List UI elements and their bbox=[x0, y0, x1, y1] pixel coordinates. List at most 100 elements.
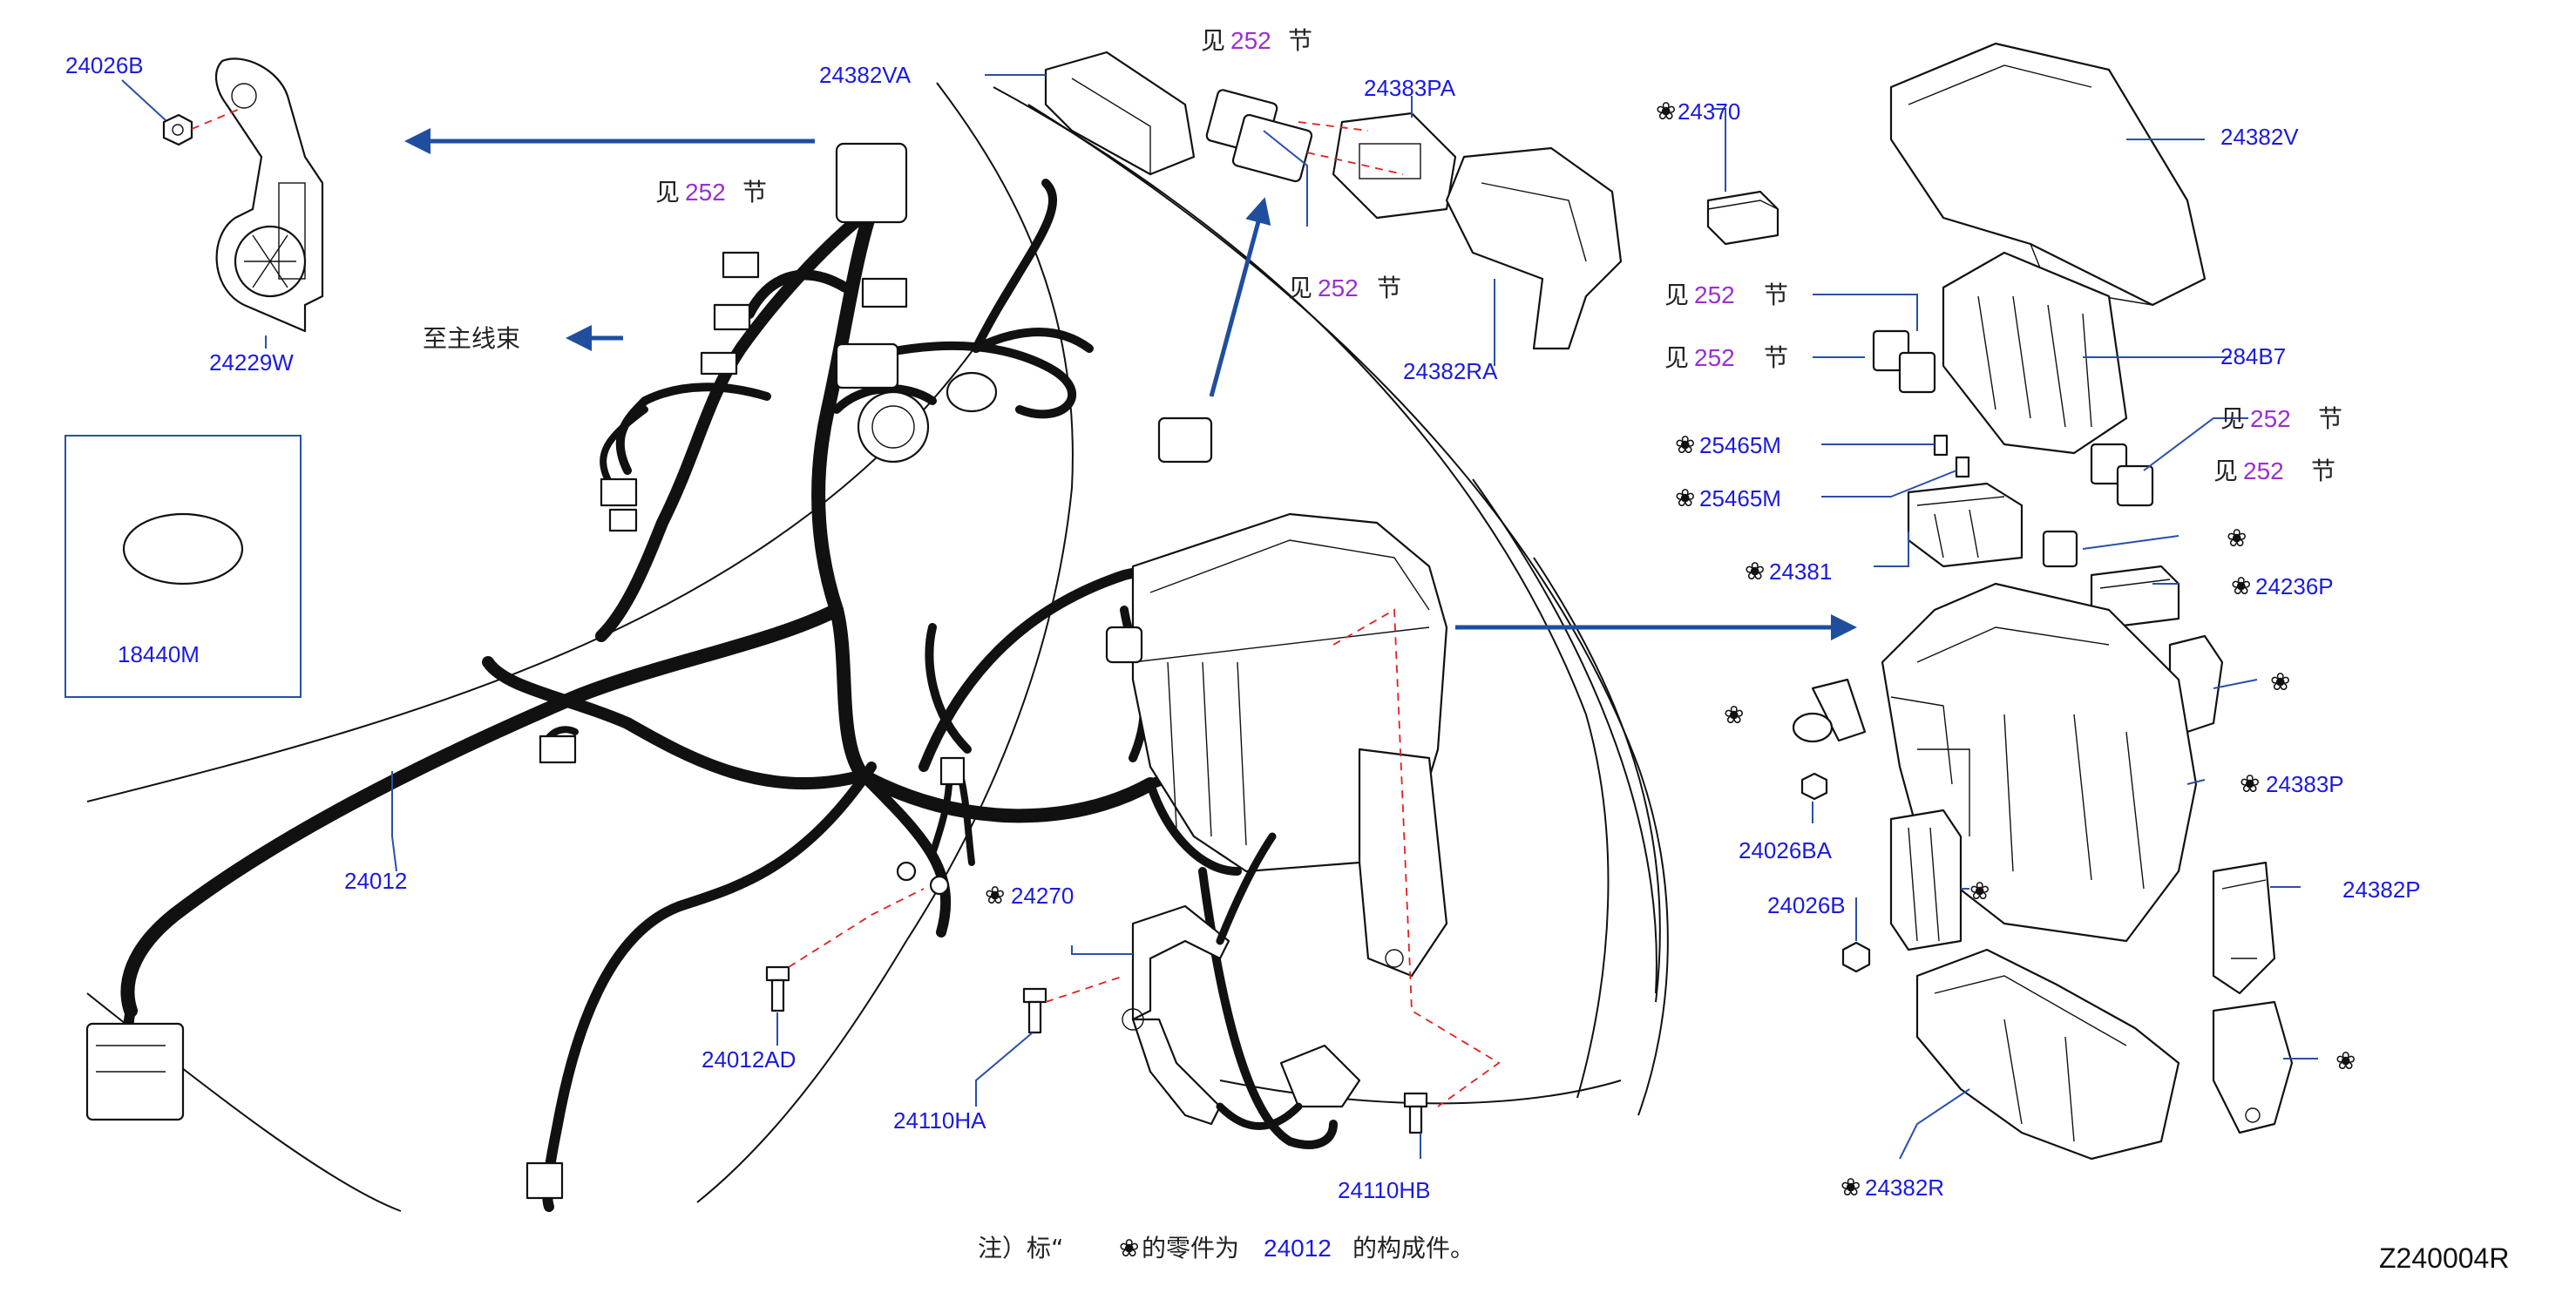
svg-text:见: 见 bbox=[655, 178, 680, 206]
svg-text:252: 252 bbox=[685, 179, 726, 206]
connector-24383PA bbox=[1332, 112, 1457, 220]
ref-right-4: 见 252 节 bbox=[2213, 457, 2335, 485]
label-24381: 24381 bbox=[1769, 558, 1832, 585]
connector-pair-252 bbox=[1205, 89, 1313, 183]
connector-24382VA bbox=[1044, 51, 1196, 176]
small-relay bbox=[2042, 530, 2078, 568]
svg-text:❀: ❀ bbox=[1119, 1234, 1139, 1263]
svg-text:见: 见 bbox=[1201, 26, 1225, 55]
fuse-block-assembly bbox=[1105, 512, 1501, 1107]
label-24383P: 24383P bbox=[2266, 771, 2344, 797]
connector-f bbox=[600, 477, 638, 507]
svg-text:❀: ❀ bbox=[2240, 769, 2260, 798]
arrow-to-connectors bbox=[1209, 197, 1271, 397]
svg-text:节: 节 bbox=[1764, 343, 1788, 372]
grommet-small bbox=[946, 371, 998, 413]
connector-c bbox=[700, 351, 738, 376]
label-284B7: 284B7 bbox=[2220, 343, 2286, 369]
label-24382V: 24382V bbox=[2220, 124, 2299, 150]
label-24370: 24370 bbox=[1678, 98, 1740, 125]
svg-text:252: 252 bbox=[2250, 405, 2291, 432]
ref-right-1: 见 252 节 bbox=[1664, 281, 1788, 309]
svg-text:见: 见 bbox=[2213, 457, 2238, 485]
label-24382P: 24382P bbox=[2342, 877, 2421, 903]
footnote-number: 24012 bbox=[1264, 1235, 1332, 1262]
svg-text:❀: ❀ bbox=[1840, 1173, 1861, 1202]
svg-text:❀: ❀ bbox=[2231, 572, 2251, 600]
label-24110HB: 24110HB bbox=[1338, 1177, 1431, 1203]
fuse-block-284B7 bbox=[1942, 251, 2128, 455]
housing-24382R bbox=[1915, 948, 2180, 1161]
label-24383PA: 24383PA bbox=[1364, 75, 1456, 101]
svg-text:252: 252 bbox=[1694, 344, 1735, 371]
svg-text:❀: ❀ bbox=[1656, 97, 1676, 125]
label-24026B: 24026B bbox=[65, 52, 144, 78]
flow-arrows bbox=[404, 128, 1857, 640]
svg-text:节: 节 bbox=[2311, 457, 2335, 485]
label-24382R: 24382R bbox=[1865, 1175, 1944, 1201]
label-25465M-a: 25465M bbox=[1699, 432, 1781, 458]
svg-text:见: 见 bbox=[1664, 343, 1689, 372]
cover-mark-c bbox=[1889, 809, 1963, 951]
svg-text:❀: ❀ bbox=[1724, 701, 1744, 729]
connector-j bbox=[939, 756, 966, 786]
label-24236P: 24236P bbox=[2255, 573, 2334, 599]
relay-24370 bbox=[1706, 190, 1779, 246]
connector-d bbox=[861, 277, 908, 308]
ref-top-center: 见 252 节 bbox=[1201, 26, 1312, 55]
cover-24382V bbox=[1889, 42, 2207, 307]
svg-text:252: 252 bbox=[2243, 457, 2284, 484]
label-24110HA: 24110HA bbox=[893, 1107, 986, 1134]
connector-e bbox=[835, 342, 899, 389]
svg-text:节: 节 bbox=[2318, 404, 2342, 433]
footnote-prefix: 注）标“ bbox=[978, 1234, 1064, 1263]
bolt-24110HB bbox=[1403, 1092, 1428, 1134]
svg-text:见: 见 bbox=[2220, 404, 2245, 433]
label-24012AD: 24012AD bbox=[702, 1046, 796, 1073]
label-25465M-b: 25465M bbox=[1699, 485, 1781, 511]
to-main-harness-label: 至主线束 bbox=[423, 324, 520, 353]
svg-text:❀: ❀ bbox=[2335, 1046, 2356, 1075]
bolt-24012AD bbox=[765, 965, 790, 1012]
svg-text:❀: ❀ bbox=[1969, 877, 1990, 905]
svg-text:❀: ❀ bbox=[1675, 430, 1695, 459]
label-24382RA: 24382RA bbox=[1403, 358, 1498, 384]
svg-text:252: 252 bbox=[1318, 274, 1359, 301]
svg-text:节: 节 bbox=[1377, 274, 1401, 302]
connector-i bbox=[1157, 416, 1213, 464]
leader-lines bbox=[121, 74, 2318, 1160]
ref-right-3: 见 252 节 bbox=[2220, 404, 2342, 433]
section-references: 见 252 节 见 252 节 见 252 节 见 252 节 见 252 节 … bbox=[655, 26, 2342, 485]
bracket-mark-d bbox=[2212, 1000, 2294, 1134]
svg-text:节: 节 bbox=[1764, 281, 1788, 309]
cover-24382P bbox=[2212, 861, 2276, 995]
part-18440M-box bbox=[64, 435, 302, 698]
label-24270: 24270 bbox=[1011, 883, 1074, 909]
bolt-24110HA bbox=[1022, 987, 1047, 1034]
connector-block bbox=[835, 142, 908, 224]
svg-text:见: 见 bbox=[1288, 274, 1312, 302]
nut-24026B-right bbox=[1841, 941, 1871, 973]
fuses-25465M bbox=[1933, 434, 1970, 478]
svg-text:❀: ❀ bbox=[2270, 667, 2290, 696]
fusible-link-24381 bbox=[1907, 482, 2024, 568]
label-24012: 24012 bbox=[344, 868, 407, 894]
label-24026BA: 24026BA bbox=[1739, 837, 1833, 863]
label-24229W: 24229W bbox=[209, 349, 294, 376]
component-marks: ❀ ❀ ❀ ❀ ❀ ❀ ❀ ❀ ❀ ❀ ❀ ❀ ❀ bbox=[985, 97, 2356, 1202]
label-18440M: 18440M bbox=[118, 641, 200, 667]
ref-upper-left: 见 252 节 bbox=[655, 178, 767, 206]
bracket-24229W bbox=[215, 58, 324, 333]
label-24026B-right: 24026B bbox=[1767, 892, 1846, 918]
part-labels: 24026B 24382VA 24229W 18440M 24012 24012… bbox=[65, 52, 2421, 1203]
ref-mid-center: 见 252 节 bbox=[1288, 274, 1401, 302]
svg-text:252: 252 bbox=[1230, 27, 1271, 54]
grommet bbox=[857, 390, 930, 464]
relays-252 bbox=[1872, 329, 2154, 507]
connector-l bbox=[525, 1161, 564, 1200]
footnote: 注）标“ ❀ 的零件为 24012 的构成件。 bbox=[978, 1234, 1474, 1263]
svg-text:节: 节 bbox=[1288, 26, 1312, 55]
nut-24026B bbox=[162, 113, 193, 146]
footnote-suffix: 的构成件。 bbox=[1352, 1234, 1474, 1263]
